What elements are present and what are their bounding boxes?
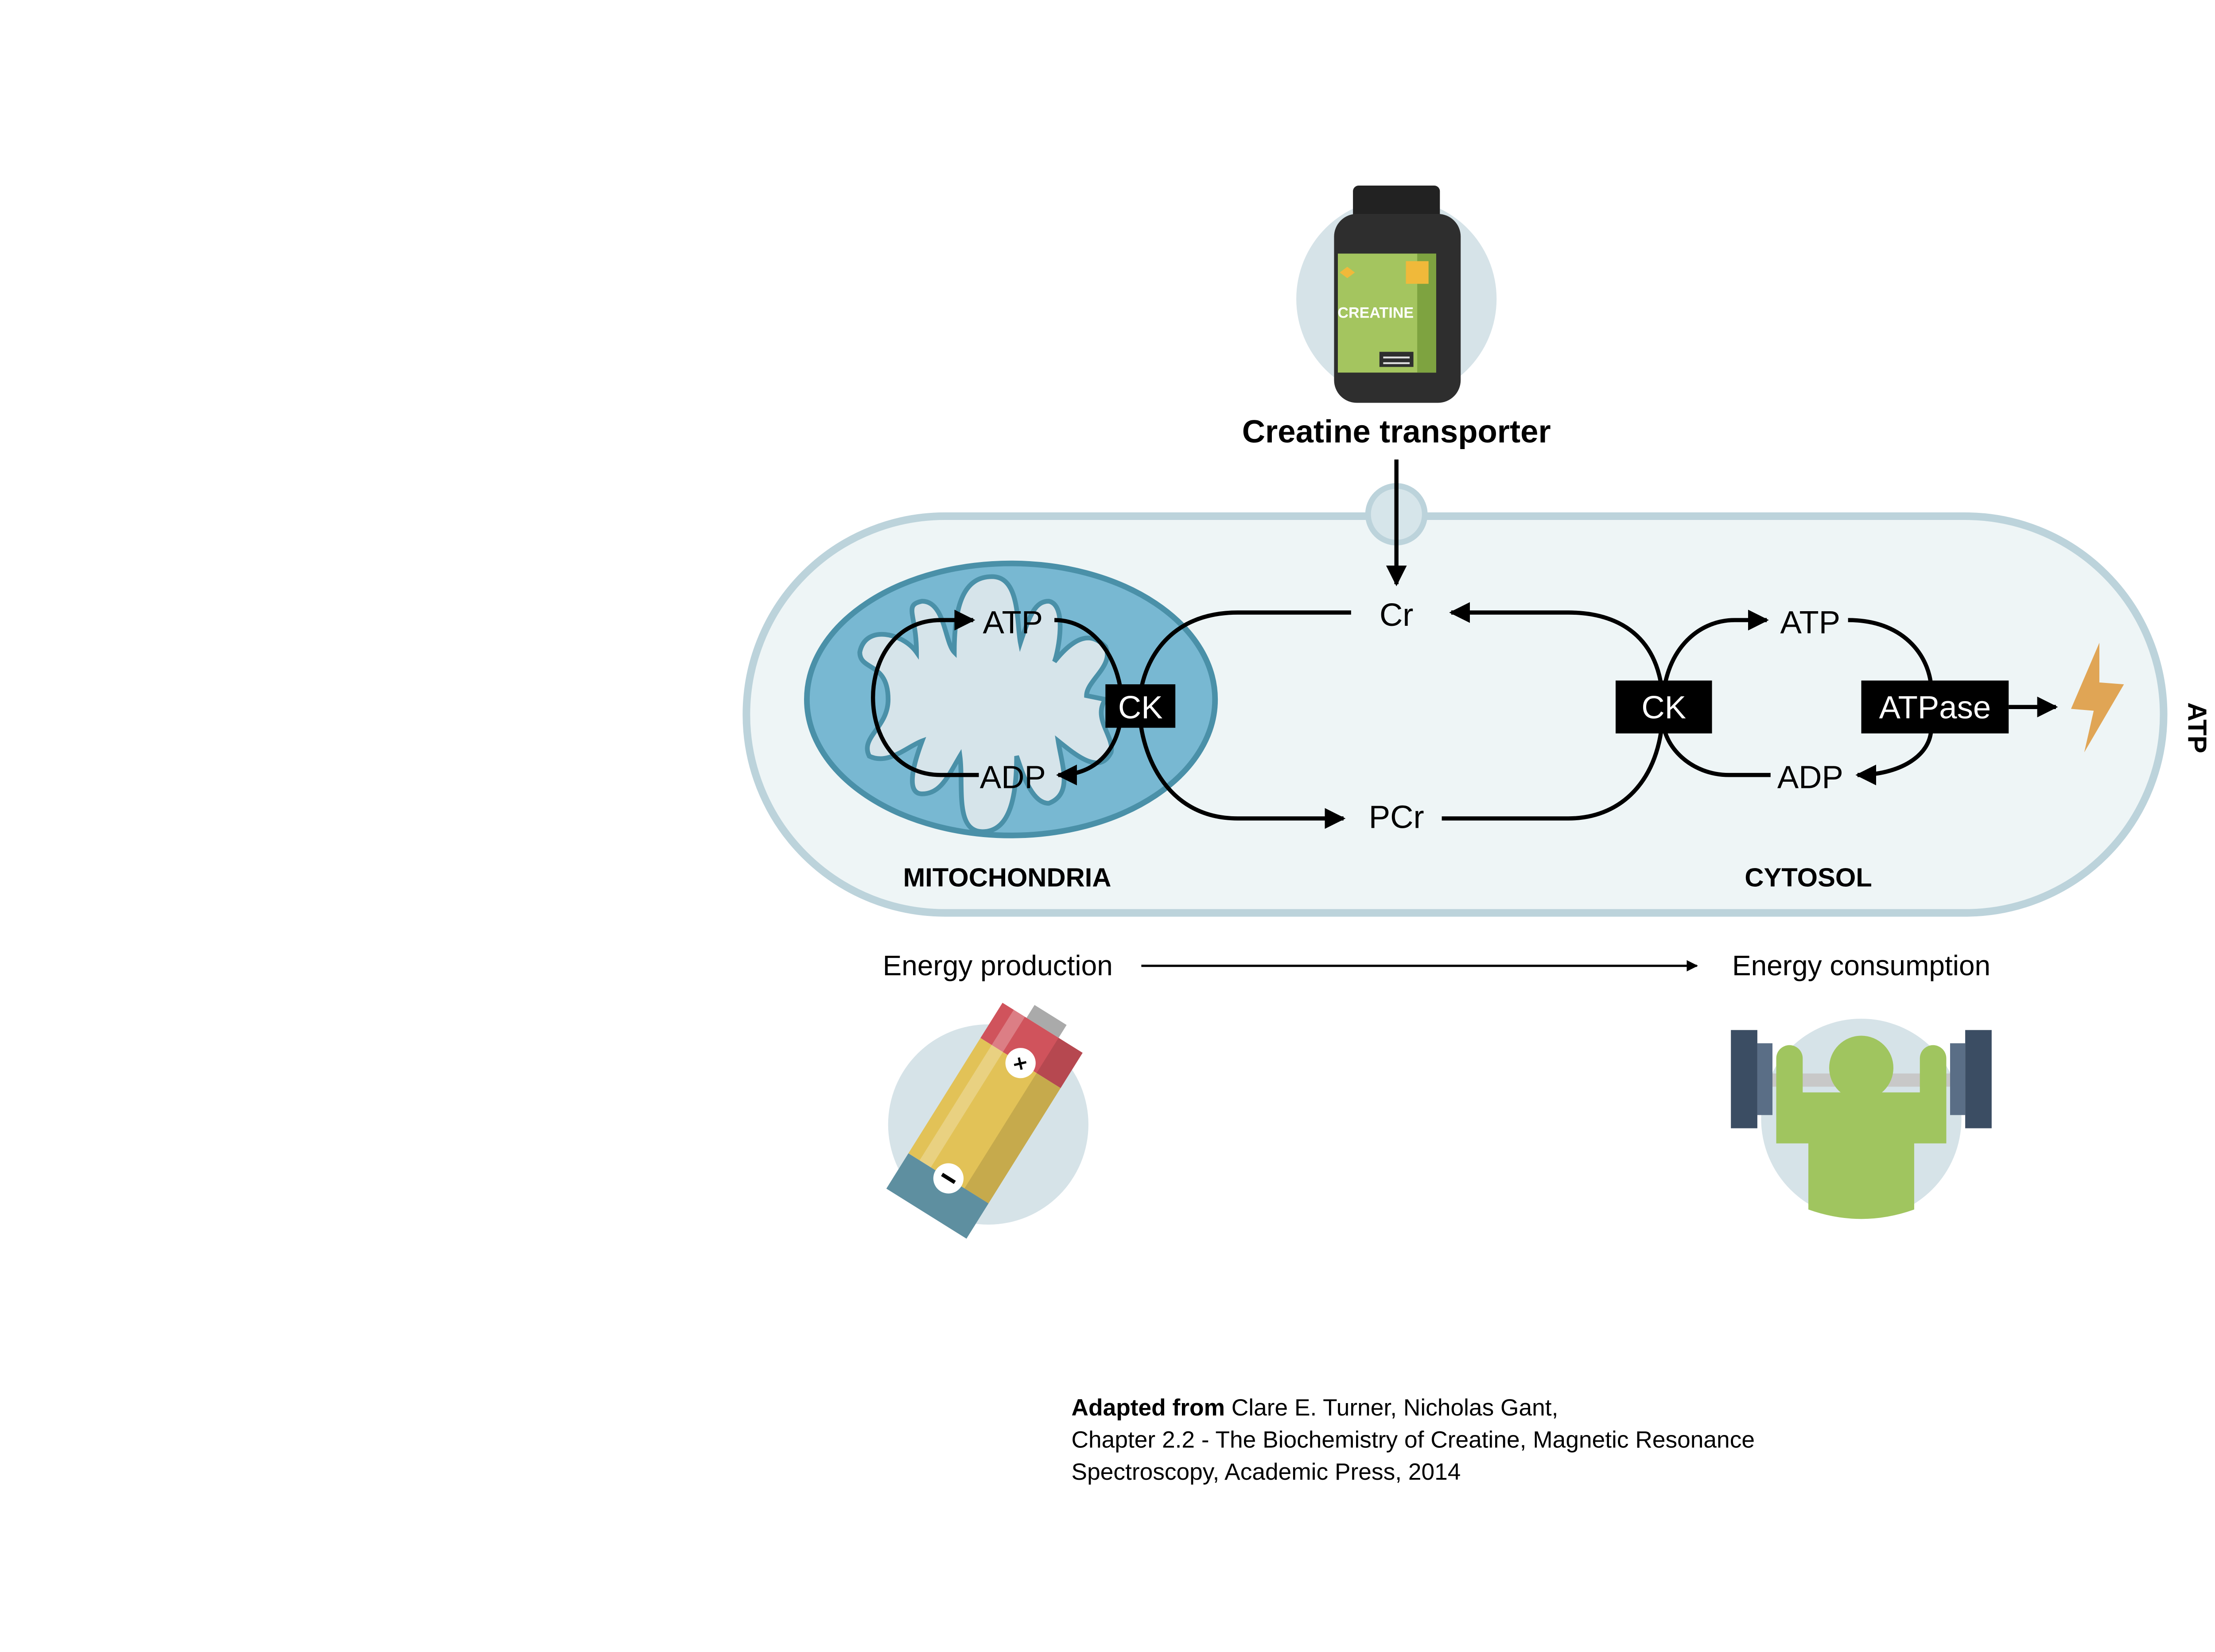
pcr-label: PCr bbox=[1369, 799, 1424, 835]
atpase-label: ATPase bbox=[1879, 690, 1991, 725]
creatine-bottle-icon: CREATINE bbox=[1296, 185, 1497, 403]
citation-line3: Spectroscopy, Academic Press, 2014 bbox=[1072, 1459, 1461, 1485]
citation-bold: Adapted from bbox=[1072, 1395, 1225, 1421]
mito-adp: ADP bbox=[980, 760, 1046, 795]
mito-ck: CK bbox=[1118, 690, 1163, 725]
atp-to-atpase-line bbox=[1848, 618, 1934, 690]
atpase-box bbox=[1861, 680, 2009, 733]
cytosol-ck: CK bbox=[1641, 690, 1686, 725]
cr-label: Cr bbox=[1380, 597, 1414, 633]
citation-line2: Chapter 2.2 - The Biochemistry of Creati… bbox=[1072, 1427, 1755, 1453]
mitochondria-label: MITOCHONDRIA bbox=[903, 862, 1111, 892]
weightlifter-icon bbox=[1731, 1019, 1992, 1219]
pcr-to-ck-line bbox=[1442, 707, 1665, 821]
energy-consumption-label: Energy consumption bbox=[1732, 950, 1990, 981]
transporter-title: Creatine transporter bbox=[1242, 414, 1551, 450]
energy-production-label: Energy production bbox=[883, 950, 1113, 981]
mito-adp-to-atp-arrow bbox=[870, 609, 979, 777]
mito-ck-box bbox=[1105, 684, 1176, 728]
mito-atp: ATP bbox=[983, 605, 1043, 640]
cytosol-atp: ATP bbox=[1780, 605, 1841, 640]
bottle-label: CREATINE bbox=[1337, 305, 1414, 322]
atpase-to-adp-arrow bbox=[1855, 728, 1934, 786]
svg-text:Adapted from Clare E. Turner,: Adapted from Clare E. Turner, Nicholas G… bbox=[1072, 1395, 1558, 1421]
cytosol-ck-box bbox=[1616, 680, 1712, 733]
cytosol-adp: ADP bbox=[1777, 760, 1843, 795]
atp-output-label: ATP bbox=[2182, 702, 2212, 753]
battery-icon: × bbox=[886, 1003, 1088, 1239]
citation: Adapted from Clare E. Turner, Nicholas G… bbox=[1072, 1395, 1755, 1485]
cytosol-label: CYTOSOL bbox=[1745, 862, 1872, 892]
lightning-bolt-icon bbox=[2071, 643, 2124, 752]
citation-line1: Clare E. Turner, Nicholas Gant, bbox=[1225, 1395, 1558, 1421]
